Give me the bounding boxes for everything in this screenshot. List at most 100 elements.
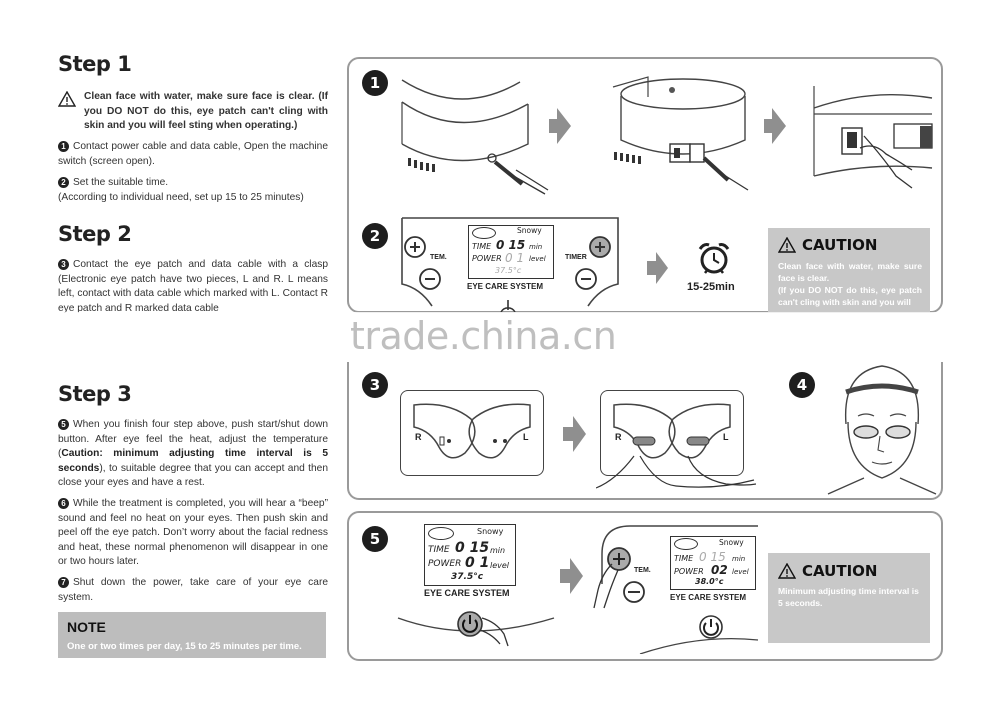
panel-step-number: 5 [362,526,388,552]
eye-patch-tray-1: R L [400,390,544,476]
power-label: POWER [674,567,704,576]
logo-icon [472,227,496,239]
eye-patches [413,403,531,459]
step3-item5-text-a: When you finish four step above, push st… [58,419,328,459]
tem-label: TEM. [634,567,651,574]
panel-step-number: 4 [789,372,815,398]
time-label: TIME [428,545,450,555]
plus-icon[interactable] [589,236,611,258]
patch-cables [596,455,756,489]
caution-text: Clean face with water, make sure face is… [778,260,922,308]
lcd-display: Snowy TIME 0 15 min POWER 0 1 level 37.5… [424,524,516,586]
power-unit: level [490,561,510,570]
caution-box-1: CAUTION Clean face with water, make sure… [768,228,930,312]
power-unit: level [529,255,546,263]
power-value: 0 1 [505,251,525,265]
time-label: TIME [472,242,492,251]
caution-title: CAUTION [802,562,878,580]
step1-warning-line2: (If you DO NOT do this, eye patch can't … [84,91,329,131]
time-unit: min [529,243,543,251]
timer-label: TIMER [565,254,587,261]
power-label: POWER [428,559,462,569]
caution-text-line2: (If you DO NOT do this, eye patch can't … [778,285,922,307]
panel-step-number: 3 [362,372,388,398]
watermark-text: trade.china.cn [350,314,617,358]
step3-title: Step 3 [58,382,132,406]
step3-item5-caution: Caution: minimum adjusting time interval… [58,448,328,474]
arrow-right-icon [570,558,583,594]
step1-warning-line1: Clean face with water, make sure face is… [84,91,315,102]
arrow-right-icon [656,252,668,284]
eye-patches-connected [613,403,731,459]
right-patch-label: R [615,432,622,442]
left-patch-label: L [723,432,729,442]
logo-icon [428,527,454,540]
caution-text-line1: Clean face with water, make sure face is… [778,261,922,283]
arrow-shaft [563,427,574,441]
plus-icon[interactable] [606,546,632,572]
device-illustration-1 [401,79,549,195]
device-illustration-3 [813,86,933,189]
alarm-clock-icon [698,243,730,274]
temperature-value: 38.0°c [695,577,724,586]
time-value: 0 15 [699,550,726,564]
arrow-shaft [647,261,657,275]
warning-icon [778,237,796,253]
panel-step-number: 1 [362,70,388,96]
lcd-display: Snowy TIME 0 15 min POWER 02 level 38.0°… [670,536,756,590]
time-label: TIME [674,554,694,563]
caution-text: Minimum adjusting time interval is 5 sec… [778,586,919,608]
step3-item5-text-c: ), to suitable degree that you can accep… [58,462,328,489]
step-number-badge: 7 [58,577,69,588]
power-button-icon[interactable] [698,614,724,640]
time-value: 0 15 [496,238,526,252]
control-panel-outline [401,217,619,307]
watermark-band [0,312,1000,360]
system-label: EYE CARE SYSTEM [424,588,510,598]
step3-item6-text: While the treatment is completed, you wi… [58,498,328,567]
note-box: NOTE One or two times per day, 15 to 25 … [58,612,326,658]
arrow-right-icon [772,108,786,144]
face-with-eye-patches [827,365,937,495]
step1-warning: Clean face with water, make sure face is… [84,90,328,134]
duration-label: 15-25min [687,281,735,293]
power-value: 0 1 [465,555,490,571]
temperature-value: 37.5°c [451,572,484,582]
temperature-value: 37.5°c [495,266,522,275]
finger-icon [593,563,619,609]
step1-item2-text: Set the suitable time. [73,177,169,188]
minus-icon[interactable] [419,268,441,290]
warning-icon [778,563,796,579]
step-number-badge: 1 [58,141,69,152]
warning-icon [58,91,76,107]
step1-item1-text: Contact power cable and data cable, Open… [58,141,328,167]
step1-title: Step 1 [58,52,132,76]
system-label: EYE CARE SYSTEM [467,282,544,291]
arrow-shaft [549,119,559,133]
tem-label: TEM. [430,254,447,261]
logo-icon [674,538,698,550]
arrow-right-icon [557,108,571,144]
minus-icon[interactable] [622,580,646,604]
device-illustration-2 [612,76,749,191]
plus-icon[interactable] [404,236,426,258]
power-button-icon[interactable] [497,298,519,312]
brand-label: Snowy [477,527,504,536]
time-value: 0 15 [455,540,490,556]
caution-box-2: CAUTION Minimum adjusting time interval … [768,553,930,643]
caution-title: CAUTION [802,236,878,254]
minus-icon[interactable] [575,268,597,290]
time-unit: min [490,546,506,555]
time-unit: min [732,555,746,563]
step2-title: Step 2 [58,222,132,246]
step-number-badge: 6 [58,498,69,509]
eye-patch-tray-2: R L [600,390,744,476]
power-button-press-illustration [397,611,555,647]
power-unit: level [732,568,749,576]
step-number-badge: 3 [58,259,69,270]
panel-steps-3-4 [347,362,943,500]
